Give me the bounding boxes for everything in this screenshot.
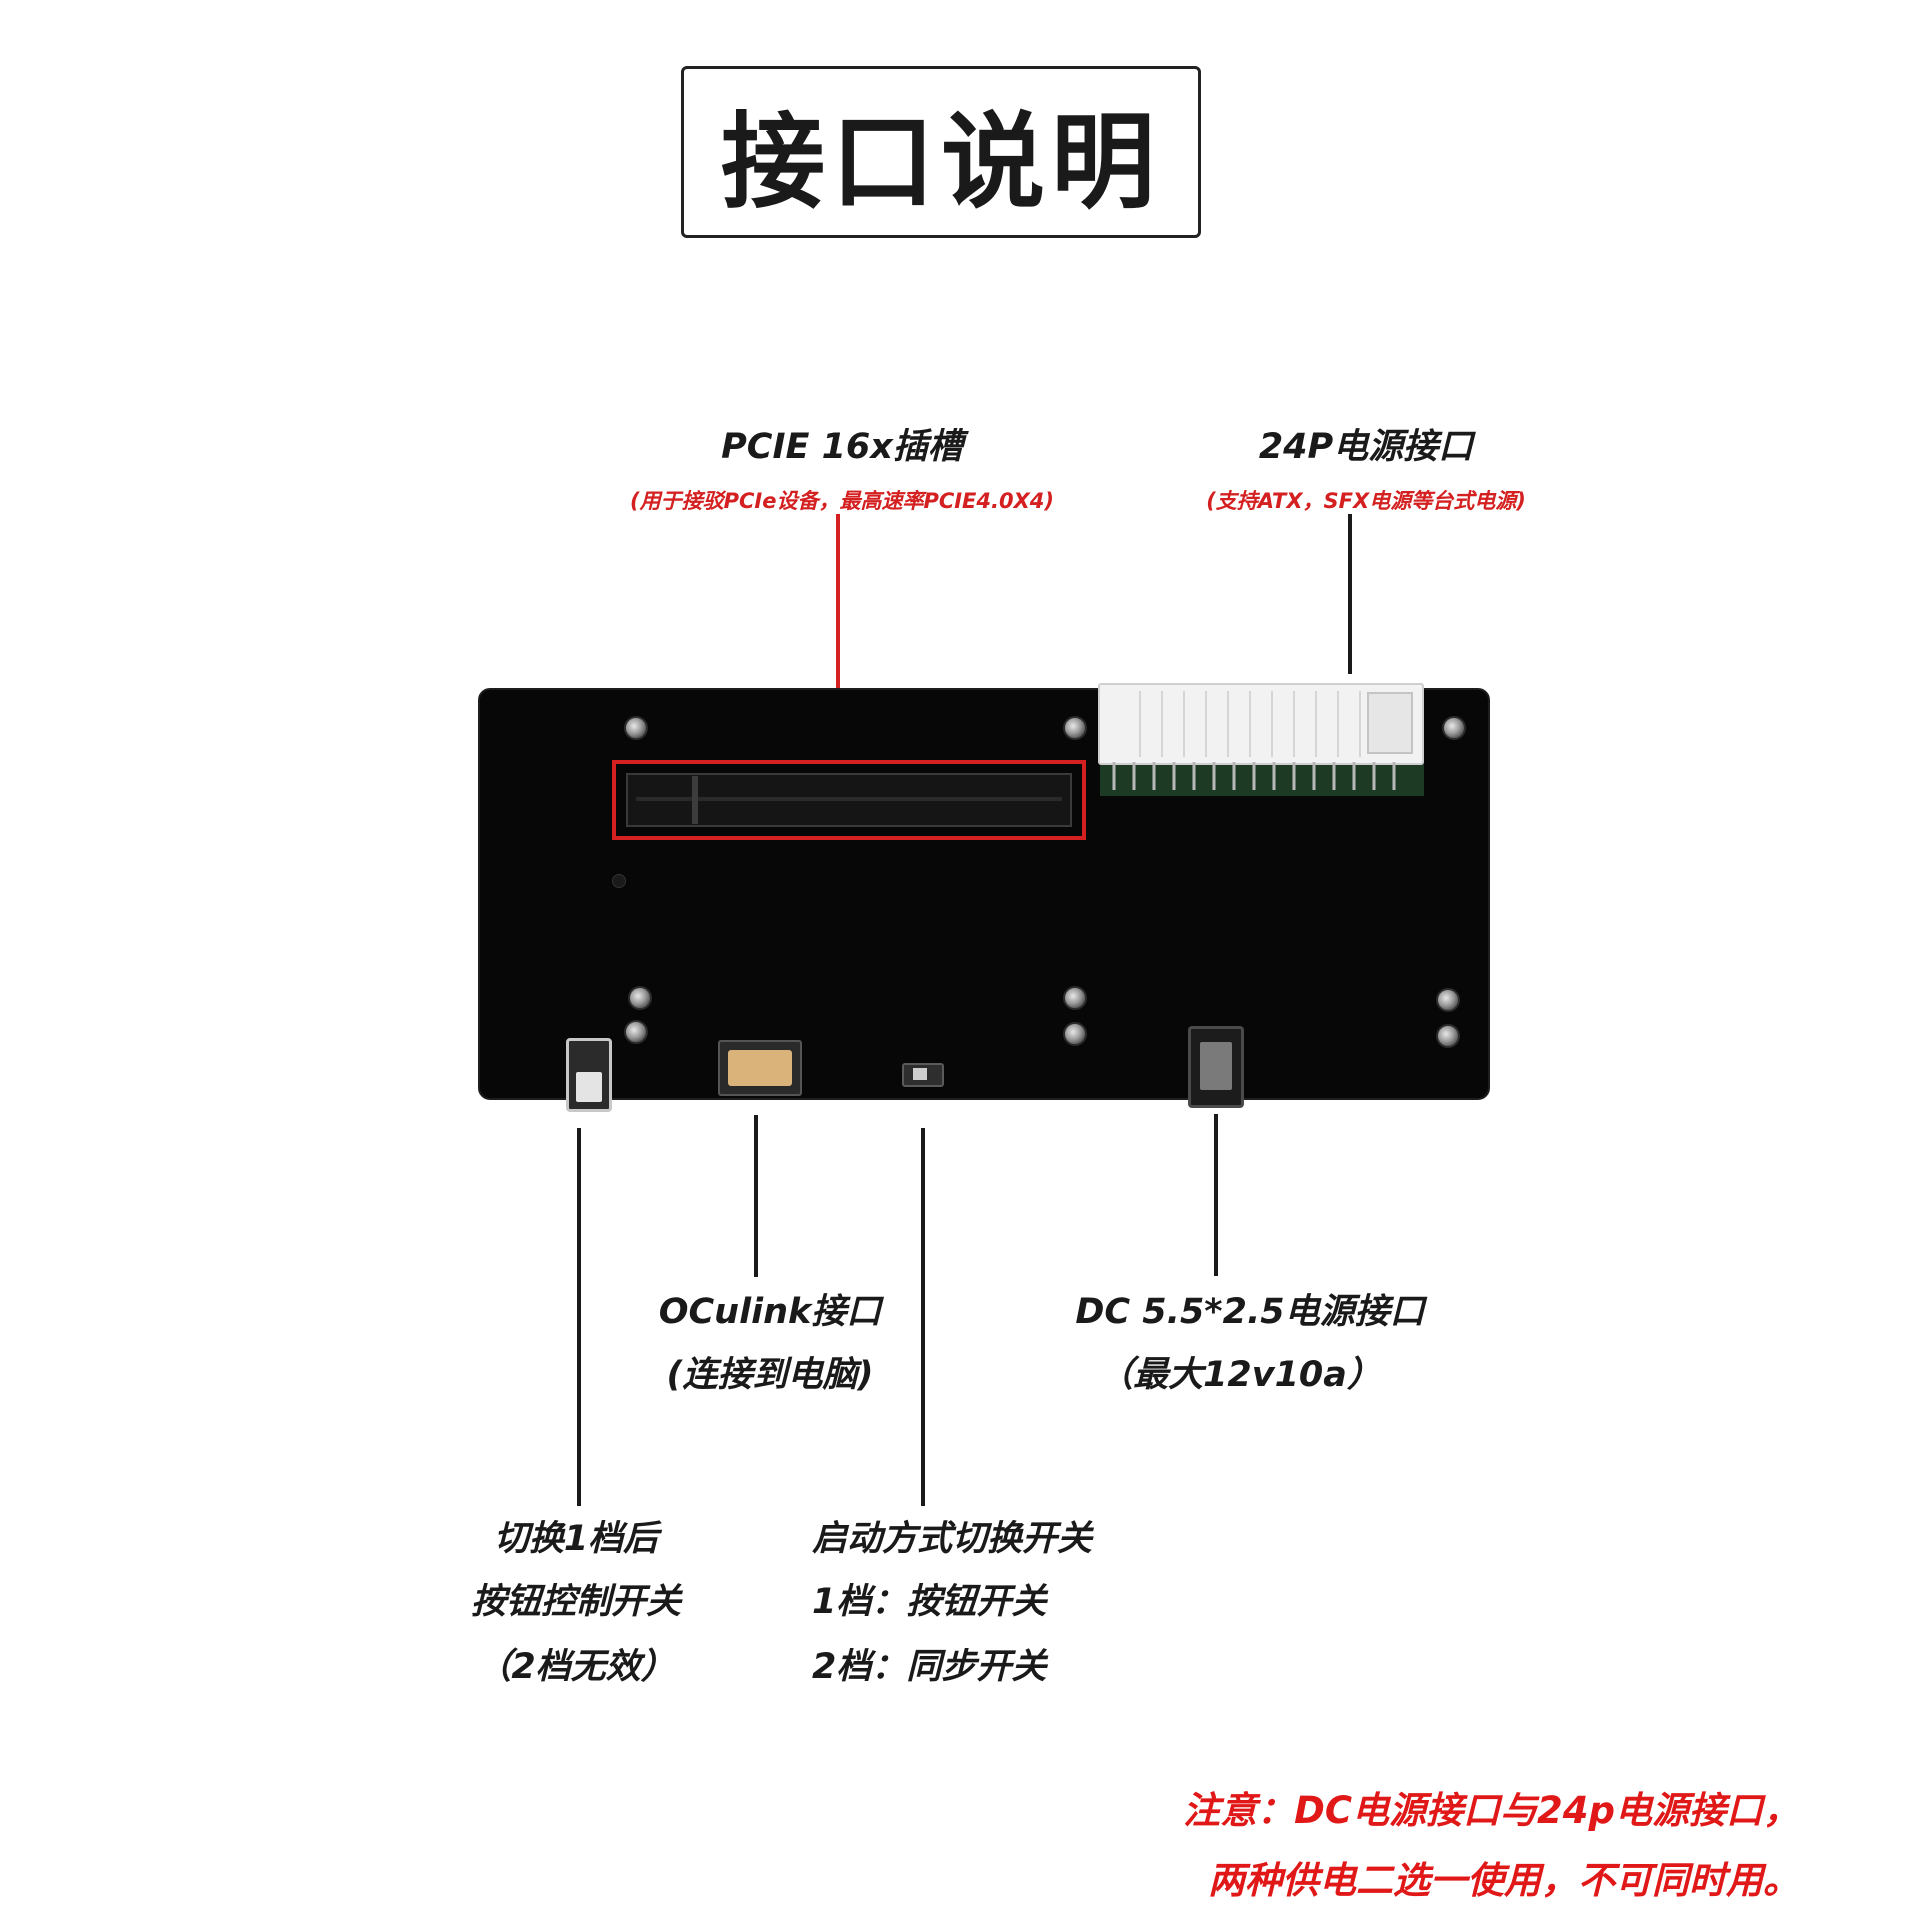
atx-solder-pins (1112, 762, 1396, 790)
notice-line2: 两种供电二选一使用，不可同时用。 (1208, 1859, 1800, 1902)
power-button-leader-line (577, 1128, 581, 1506)
pcie-slot-key (692, 776, 698, 824)
dc-leader-line (1214, 1114, 1218, 1276)
pcie-slot-note: (用于接驳PCIe设备，最高速率PCIE4.0X4) (629, 489, 1055, 513)
pcie-slot-groove (636, 797, 1062, 801)
power-button-desc-line1: 切换1档后 (493, 1519, 659, 1559)
mode-switch-desc-line3: 2档：同步开关 (812, 1647, 1047, 1687)
dc-power-jack-inner (1200, 1042, 1232, 1090)
dc-power-label: DC 5.5*2.5电源接口 (1075, 1292, 1425, 1332)
pcie-slot-label: PCIE 16x插槽 (721, 427, 963, 467)
atx-power-label: 24P电源接口 (1258, 427, 1474, 467)
page-title: 接口说明 (720, 100, 1161, 223)
screw (1063, 986, 1087, 1010)
power-button-desc-line2: 按钮控制开关 (470, 1582, 681, 1622)
screw (1442, 716, 1466, 740)
power-button-desc-line3: （2档无效） (476, 1647, 676, 1687)
mount-hole (612, 874, 626, 888)
atx-pin-grid (1139, 691, 1413, 757)
screw (628, 986, 652, 1010)
notice-line1: 注意：DC电源接口与24p电源接口， (1183, 1789, 1800, 1832)
screw (1436, 988, 1460, 1012)
atx-24p-connector (1098, 683, 1424, 765)
pcie-leader-line (836, 514, 840, 766)
mode-switch-desc-line2: 1档：按钮开关 (812, 1582, 1047, 1622)
oculink-note: (连接到电脑) (666, 1355, 874, 1395)
atx-power-note: (支持ATX，SFX电源等台式电源) (1206, 489, 1526, 513)
oculink-leader-line (754, 1115, 758, 1277)
title-box: 接口说明 (681, 66, 1201, 238)
screw (1063, 716, 1087, 740)
power-button-switch-knob (576, 1072, 602, 1102)
screw (624, 716, 648, 740)
screw (1063, 1022, 1087, 1046)
oculink-port-contacts (728, 1050, 792, 1086)
mode-switch-leader-line (921, 1128, 925, 1506)
mode-switch-knob (913, 1068, 927, 1080)
screw (624, 1020, 648, 1044)
atx-leader-line (1348, 514, 1352, 674)
pcie-highlight-frame (612, 760, 1086, 840)
mode-switch-desc-line1: 启动方式切换开关 (812, 1519, 1093, 1559)
oculink-label: OCulink接口 (658, 1292, 882, 1332)
screw (1436, 1024, 1460, 1048)
dc-power-note: （最大12v10a） (1098, 1355, 1382, 1395)
